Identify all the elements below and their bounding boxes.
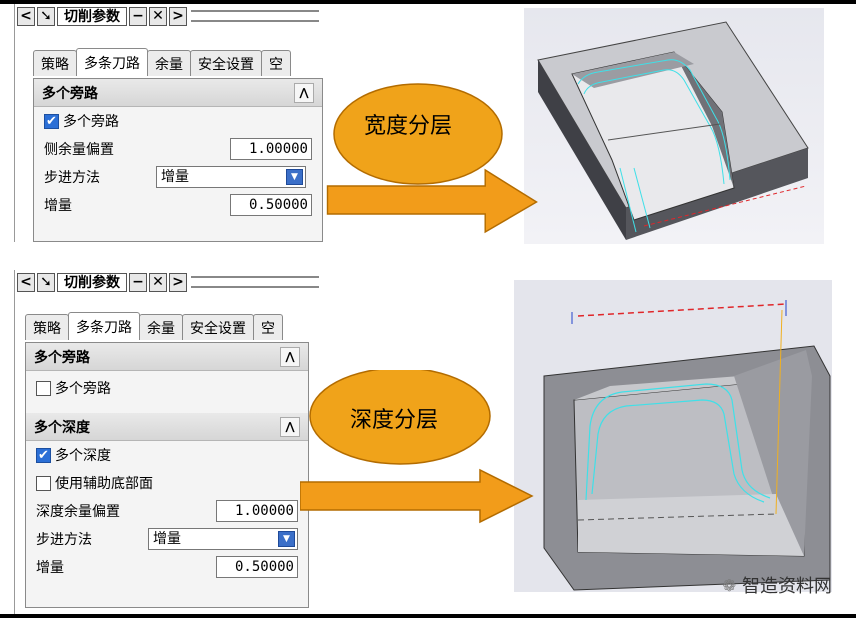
cad-view-width-layers (524, 8, 824, 244)
expand-right-icon[interactable]: > (169, 272, 187, 292)
aux-floor-checkbox[interactable] (36, 475, 51, 491)
side-stock-offset-row: 侧余量偏置 1.00000 (34, 135, 322, 163)
depth-layers-callout (300, 370, 534, 524)
increment-row: 增量 0.50000 (34, 191, 322, 219)
field-label: 增量 (44, 198, 72, 214)
tab-more[interactable]: 空 (261, 50, 291, 76)
dialog-titlebar: < ➘ 切削参数 − ✕ > (15, 270, 319, 294)
side-stock-offset-input[interactable]: 1.00000 (230, 138, 312, 160)
section-multiple-passes[interactable]: 多个旁路 ⋀ (34, 79, 322, 107)
checkbox-label: 多个深度 (55, 448, 111, 464)
pin-icon[interactable]: ➘ (37, 6, 55, 26)
titlebar-rule (191, 10, 319, 22)
width-layers-callout (326, 83, 538, 234)
select-value: 增量 (161, 169, 189, 185)
minimize-button[interactable]: − (129, 272, 147, 292)
multiple-depths-checkbox[interactable]: ✔ (36, 447, 51, 463)
close-button[interactable]: ✕ (149, 6, 167, 26)
tab-strategy[interactable]: 策略 (33, 50, 77, 76)
dropdown-arrow-icon[interactable]: ▼ (286, 169, 303, 185)
cutting-params-dialog-bottom: < ➘ 切削参数 − ✕ > 策略 多条刀路 余量 安全设置 空 多个旁路 ⋀ … (14, 270, 319, 614)
pocket-model-illustration (524, 8, 824, 244)
expand-right-icon[interactable]: > (169, 6, 187, 26)
watermark: ❁ 智造资料网 (723, 572, 832, 598)
tab-multiple-passes[interactable]: 多条刀路 (76, 48, 148, 76)
tab-strip: 策略 多条刀路 余量 安全设置 空 (33, 48, 291, 76)
section-multiple-passes[interactable]: 多个旁路 ⋀ (26, 343, 308, 371)
depth-layers-label: 深度分层 (350, 408, 439, 433)
tab-stock[interactable]: 余量 (147, 50, 191, 76)
multiple-passes-row[interactable]: ✔ 多个旁路 (34, 107, 322, 135)
field-label: 步进方法 (44, 170, 100, 186)
top-border (0, 0, 856, 4)
select-value: 增量 (153, 531, 181, 547)
field-label: 步进方法 (36, 532, 92, 548)
field-label: 增量 (36, 560, 64, 576)
section-title: 多个深度 (34, 419, 90, 436)
tab-strategy[interactable]: 策略 (25, 314, 69, 340)
increment-input[interactable]: 0.50000 (216, 556, 298, 578)
increment-input[interactable]: 0.50000 (230, 194, 312, 216)
multiple-passes-checkbox[interactable] (36, 380, 51, 396)
section-title: 多个旁路 (42, 85, 98, 102)
tab-stock[interactable]: 余量 (139, 314, 183, 340)
cutting-params-dialog-top: < ➘ 切削参数 − ✕ > 策略 多条刀路 余量 安全设置 空 多个旁路 ⋀ … (14, 4, 323, 242)
tab-clearances[interactable]: 安全设置 (182, 314, 254, 340)
bottom-border (0, 614, 856, 618)
field-label: 深度余量偏置 (36, 504, 120, 520)
aux-floor-row[interactable]: 使用辅助底部面 (26, 469, 308, 497)
minimize-button[interactable]: − (129, 6, 147, 26)
dialog-title: 切削参数 (57, 272, 127, 292)
tab-strip: 策略 多条刀路 余量 安全设置 空 (25, 312, 283, 340)
section-title: 多个旁路 (34, 349, 90, 366)
dropdown-arrow-icon[interactable]: ▼ (278, 531, 295, 547)
width-layers-label: 宽度分层 (364, 114, 453, 139)
step-method-row: 步进方法 增量 ▼ (34, 163, 322, 191)
step-method-select[interactable]: 增量 ▼ (148, 528, 298, 550)
tab-more[interactable]: 空 (253, 314, 283, 340)
field-label: 侧余量偏置 (44, 142, 114, 158)
chevron-up-icon[interactable]: ⋀ (280, 346, 300, 367)
tab-body: 多个旁路 ⋀ 多个旁路 多个深度 ⋀ ✔ 多个深度 使用辅助底部面 深度余量偏置… (25, 342, 309, 608)
increment-row: 增量 0.50000 (26, 553, 308, 581)
section-multiple-depths[interactable]: 多个深度 ⋀ (26, 413, 308, 441)
watermark-text: 智造资料网 (742, 576, 832, 597)
close-button[interactable]: ✕ (149, 272, 167, 292)
pin-icon[interactable]: ➘ (37, 272, 55, 292)
collapse-left-icon[interactable]: < (17, 272, 35, 292)
multiple-passes-row[interactable]: 多个旁路 (26, 371, 308, 405)
section-spacer (26, 405, 308, 413)
cad-view-depth-layers (514, 280, 832, 592)
tab-clearances[interactable]: 安全设置 (190, 50, 262, 76)
step-method-select[interactable]: 增量 ▼ (156, 166, 306, 188)
dialog-titlebar: < ➘ 切削参数 − ✕ > (15, 4, 319, 28)
collapse-left-icon[interactable]: < (17, 6, 35, 26)
multiple-depths-row[interactable]: ✔ 多个深度 (26, 441, 308, 469)
depth-stock-offset-input[interactable]: 1.00000 (216, 500, 298, 522)
step-method-row: 步进方法 增量 ▼ (26, 525, 308, 553)
chevron-up-icon[interactable]: ⋀ (294, 82, 314, 103)
wechat-icon: ❁ (722, 575, 736, 595)
chevron-up-icon[interactable]: ⋀ (280, 416, 300, 437)
pocket-model-illustration (514, 280, 832, 592)
tab-multiple-passes[interactable]: 多条刀路 (68, 312, 140, 340)
checkbox-label: 多个旁路 (63, 114, 119, 130)
dialog-title: 切削参数 (57, 6, 127, 26)
depth-stock-offset-row: 深度余量偏置 1.00000 (26, 497, 308, 525)
checkbox-label: 使用辅助底部面 (55, 476, 153, 492)
tab-body: 多个旁路 ⋀ ✔ 多个旁路 侧余量偏置 1.00000 步进方法 增量 ▼ 增量… (33, 78, 323, 242)
multiple-passes-checkbox[interactable]: ✔ (44, 113, 59, 129)
checkbox-label: 多个旁路 (55, 381, 111, 397)
titlebar-rule (191, 276, 319, 288)
